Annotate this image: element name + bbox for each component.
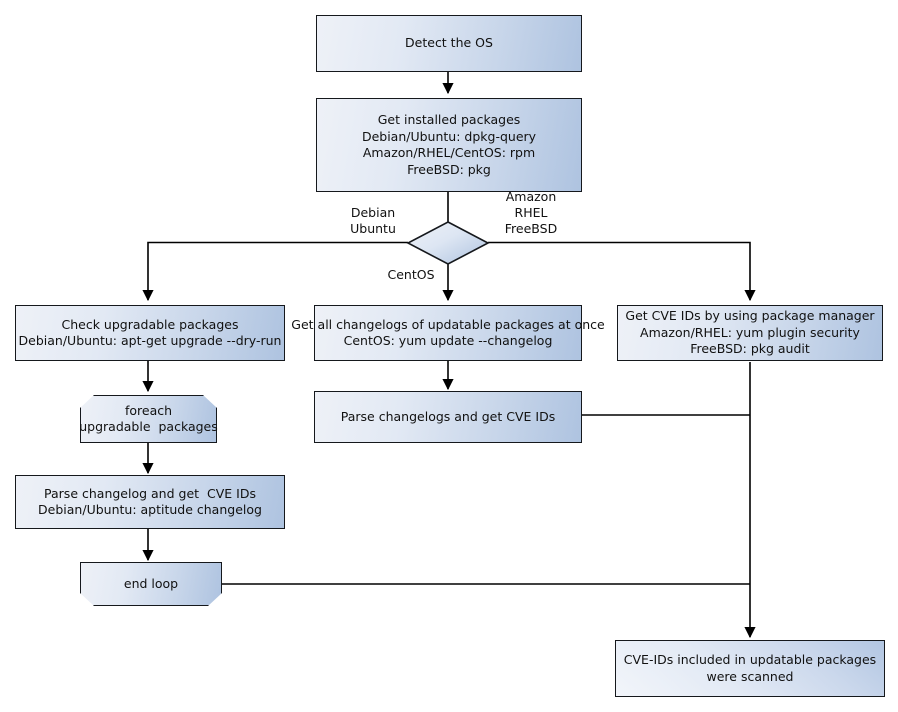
node-get-cve-ids-package-manager-label: Get CVE IDs by using package manager Ama…: [625, 308, 875, 357]
loop-end-shape: [80, 562, 222, 606]
node-foreach-loop-start-label: foreach upgradable packages: [79, 402, 218, 435]
node-end-loop-label: end loop: [123, 575, 179, 591]
node-parse-changelogs-all[interactable]: Parse changelogs and get CVE IDs: [314, 391, 582, 443]
node-parse-changelogs-all-label: Parse changelogs and get CVE IDs: [340, 408, 556, 424]
node-scanned-result[interactable]: CVE-IDs included in updatable packages w…: [615, 640, 885, 697]
node-get-installed-packages[interactable]: Get installed packages Debian/Ubuntu: dp…: [316, 98, 582, 192]
node-scanned-result-label: CVE-IDs included in updatable packages w…: [623, 652, 877, 684]
edge-label-debian-ubuntu: Debian Ubuntu: [350, 205, 396, 236]
node-os-decision[interactable]: [406, 220, 490, 266]
loop-start-shape: [80, 395, 217, 443]
node-check-upgradable-packages[interactable]: Check upgradable packages Debian/Ubuntu:…: [15, 305, 285, 361]
edge-decision-to-check-upgradable: [142, 241, 408, 302]
node-end-loop[interactable]: end loop: [80, 562, 222, 606]
edge-decision-to-get-cve-ids: [488, 241, 756, 302]
node-detect-os-label: Detect the OS: [405, 35, 493, 51]
node-check-upgradable-packages-label: Check upgradable packages Debian/Ubuntu:…: [18, 316, 282, 349]
node-get-all-changelogs-label: Get all changelogs of updatable packages…: [291, 316, 605, 349]
edge-label-amazon-rhel-freebsd: Amazon RHEL FreeBSD: [504, 189, 558, 236]
node-detect-os[interactable]: Detect the OS: [316, 15, 582, 72]
node-foreach-loop-start[interactable]: foreach upgradable packages: [79, 395, 218, 443]
node-parse-changelog-single-label: Parse changelog and get CVE IDs Debian/U…: [38, 485, 262, 518]
decision-diamond-shape: [406, 221, 490, 265]
node-parse-changelog-single[interactable]: Parse changelog and get CVE IDs Debian/U…: [15, 475, 285, 529]
node-get-all-changelogs[interactable]: Get all changelogs of updatable packages…: [291, 305, 605, 361]
node-get-cve-ids-package-manager[interactable]: Get CVE IDs by using package manager Ama…: [617, 305, 883, 361]
edge-label-centos: CentOS: [387, 267, 435, 282]
node-get-installed-packages-label: Get installed packages Debian/Ubuntu: dp…: [361, 112, 537, 177]
